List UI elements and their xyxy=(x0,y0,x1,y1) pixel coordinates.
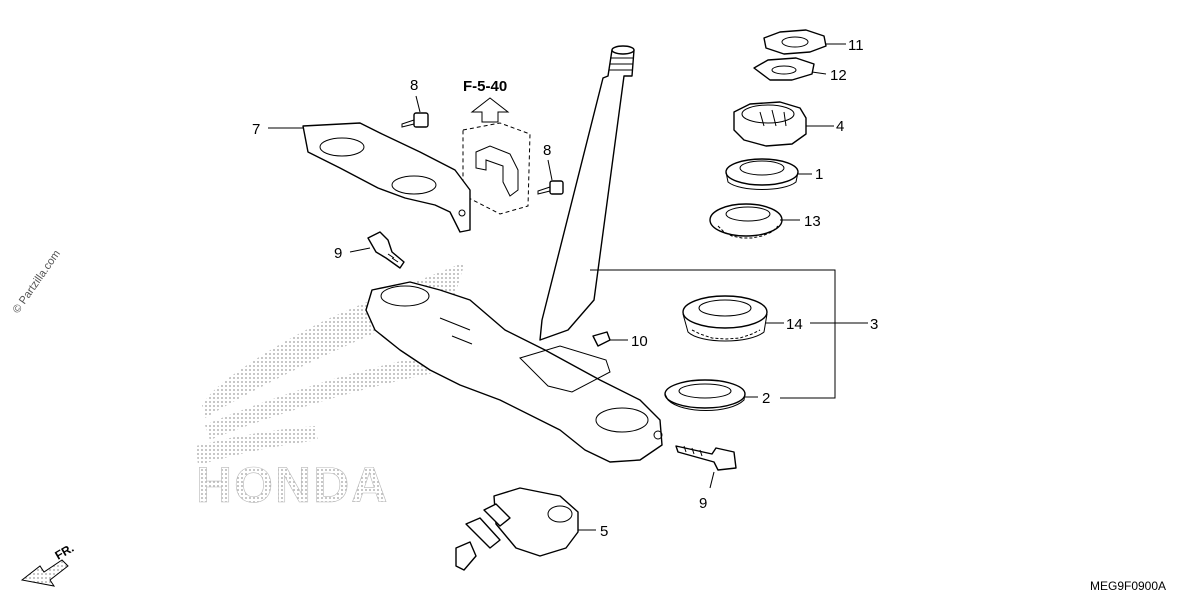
callout-10: 10 xyxy=(631,333,648,350)
lower-bearing-part[interactable] xyxy=(682,295,768,342)
lock-nut-part[interactable] xyxy=(763,29,827,55)
screw-part[interactable] xyxy=(592,331,611,347)
bolt-left-part[interactable] xyxy=(367,231,405,269)
callout-1: 1 xyxy=(815,166,823,183)
callout-2: 2 xyxy=(762,390,770,407)
honda-wordmark: HONDA xyxy=(196,457,389,513)
callout-11: 11 xyxy=(848,37,864,54)
callout-13: 13 xyxy=(804,213,821,230)
callout-12: 12 xyxy=(830,67,847,84)
lower-dust-seal-part[interactable] xyxy=(664,379,746,411)
front-direction-arrow-icon xyxy=(20,559,69,587)
bolt-right-part[interactable] xyxy=(675,445,737,471)
lower-triple-clamp[interactable] xyxy=(365,281,663,463)
callout-5: 5 xyxy=(600,523,608,540)
bracket-detail xyxy=(462,122,531,215)
adjusting-nut-part[interactable] xyxy=(733,101,807,147)
callout-14: 14 xyxy=(786,316,803,333)
diagram-code: MEG9F0900A xyxy=(1090,579,1166,593)
callout-4: 4 xyxy=(836,118,844,135)
lock-washer-part[interactable] xyxy=(753,57,815,81)
callout-8-middle: 8 xyxy=(543,142,551,159)
direction-label: FR. xyxy=(53,541,77,563)
cover-plate-part[interactable] xyxy=(302,122,471,233)
partzilla-watermark: © Partzilla.com xyxy=(11,248,63,316)
callout-9-left: 9 xyxy=(334,245,342,262)
leader-lines xyxy=(268,43,868,531)
callout-8-top: 8 xyxy=(410,77,418,94)
bolt-middle-part[interactable] xyxy=(537,180,564,195)
upper-bearing-part[interactable] xyxy=(709,203,783,239)
callout-9-right: 9 xyxy=(699,495,707,512)
callout-3: 3 xyxy=(870,316,878,333)
dust-seal-part[interactable] xyxy=(725,158,799,190)
callout-7: 7 xyxy=(252,121,260,138)
bolt-top-part[interactable] xyxy=(401,112,429,128)
reference-label: F-5-40 xyxy=(463,78,507,95)
steering-stem-part[interactable] xyxy=(539,45,635,341)
reference-arrow-icon xyxy=(470,97,510,123)
ignition-switch-part[interactable] xyxy=(455,487,579,571)
